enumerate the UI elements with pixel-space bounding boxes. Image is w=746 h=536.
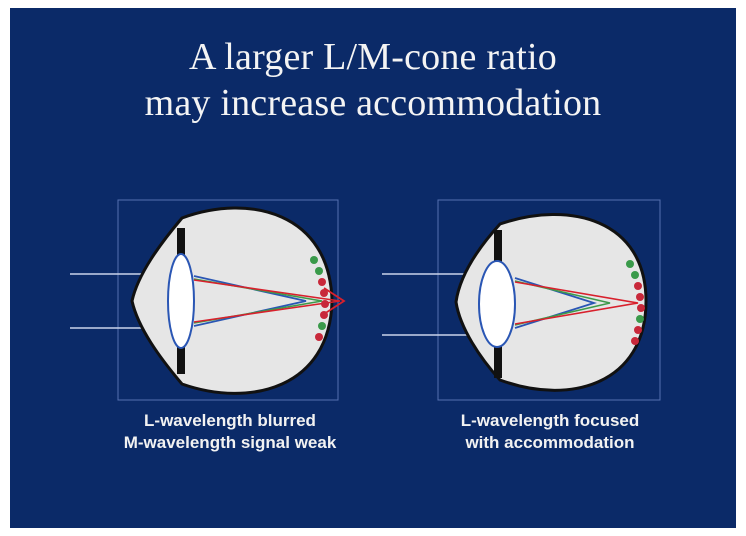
left-iris-top [177,228,185,274]
left-cone-l [315,333,323,341]
right-lens [478,260,516,348]
left-cone-l [320,289,328,297]
left-ray-red [193,279,341,323]
right-cone-l [631,337,639,345]
left-cone-l [320,311,328,319]
left-cone-m [310,256,318,264]
right-caption: L-wavelength focused with accommodation [400,410,700,454]
right-cone-l [634,326,642,334]
title-line-1: A larger L/M-cone ratio [189,36,557,78]
right-ray-green [514,280,611,326]
left-cone-m [315,267,323,275]
left-eye-diagram [70,199,346,401]
right-eyeball [454,213,648,392]
left-caption-line-2: M-wavelength signal weak [123,433,337,452]
right-cone-l [634,282,642,290]
right-eye-frame [437,199,661,401]
left-iris-bottom [177,328,185,374]
right-cone-l [636,293,644,301]
left-cone-l [318,278,326,286]
right-cone-m [626,260,634,268]
eye-diagrams [70,199,661,401]
right-iris-bottom [494,332,502,378]
right-caption-line-1: L-wavelength focused [460,411,640,430]
right-retina-cones [626,260,645,345]
right-iris-top [494,230,502,276]
right-cone-m [631,271,639,279]
right-caption-line-2: with accommodation [465,433,635,452]
left-ray-red-overshoot [323,287,346,315]
right-eye-diagram [382,199,661,401]
left-cone-m [318,322,326,330]
right-cone-l [637,304,645,312]
left-cone-l [321,300,329,308]
slide-title: A larger L/M-cone ratio may increase acc… [10,34,736,126]
right-ray-red [514,281,639,325]
right-cone-m [636,315,644,323]
left-lens [167,253,195,349]
left-caption-line-1: L-wavelength blurred [144,411,316,430]
title-line-2: may increase accommodation [144,82,602,124]
slide-background: A larger L/M-cone ratio may increase acc… [10,8,736,528]
left-ray-blue [193,275,307,327]
left-caption: L-wavelength blurred M-wavelength signal… [80,410,380,454]
left-retina-cones [310,256,329,341]
